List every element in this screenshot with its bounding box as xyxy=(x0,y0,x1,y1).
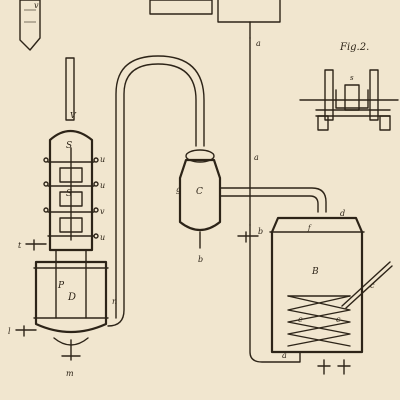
label-v-side: v xyxy=(100,207,105,216)
label-d: d xyxy=(340,209,345,218)
label-g: g xyxy=(176,185,181,194)
label-S-mid: S xyxy=(66,189,72,199)
still-column: V S S u u u v t xyxy=(18,57,105,252)
label-u1: u xyxy=(100,155,105,164)
label-B: B xyxy=(311,267,319,277)
fig2-caption: Fig.2. xyxy=(339,42,369,53)
label-b-C: b xyxy=(198,255,203,264)
condenser-C: C g b xyxy=(176,149,327,264)
label-P: P xyxy=(57,281,65,291)
label-c-right: c xyxy=(370,281,375,290)
label-m: m xyxy=(66,369,74,378)
label-a-top: a xyxy=(256,39,261,48)
label-a-bottom: a xyxy=(282,351,287,360)
label-l: l xyxy=(8,327,11,336)
label-top-v: v xyxy=(34,1,39,10)
label-a-mid: a xyxy=(254,153,259,162)
still-pot: P D m l n xyxy=(8,249,117,378)
fig2-label-s: s xyxy=(350,74,354,82)
label-n: n xyxy=(112,297,117,306)
gooseneck-pipe xyxy=(107,55,205,327)
receiver-B: B d f c c c a b xyxy=(237,209,393,375)
label-C: C xyxy=(196,187,203,197)
label-c-coil: c xyxy=(336,315,341,324)
top-center-vessels: a a xyxy=(149,0,281,226)
label-V: V xyxy=(70,111,77,120)
label-b-B: b xyxy=(258,227,263,236)
label-u2: u xyxy=(100,181,105,190)
label-c-left: c xyxy=(298,315,303,324)
top-left-fragment: v xyxy=(19,0,41,51)
label-t: t xyxy=(18,241,22,250)
label-D: D xyxy=(67,292,76,303)
fig2-detail: Fig.2. s xyxy=(299,42,399,131)
label-S-top: S xyxy=(66,141,72,151)
label-u3: u xyxy=(100,233,105,242)
label-f: f xyxy=(307,224,312,232)
